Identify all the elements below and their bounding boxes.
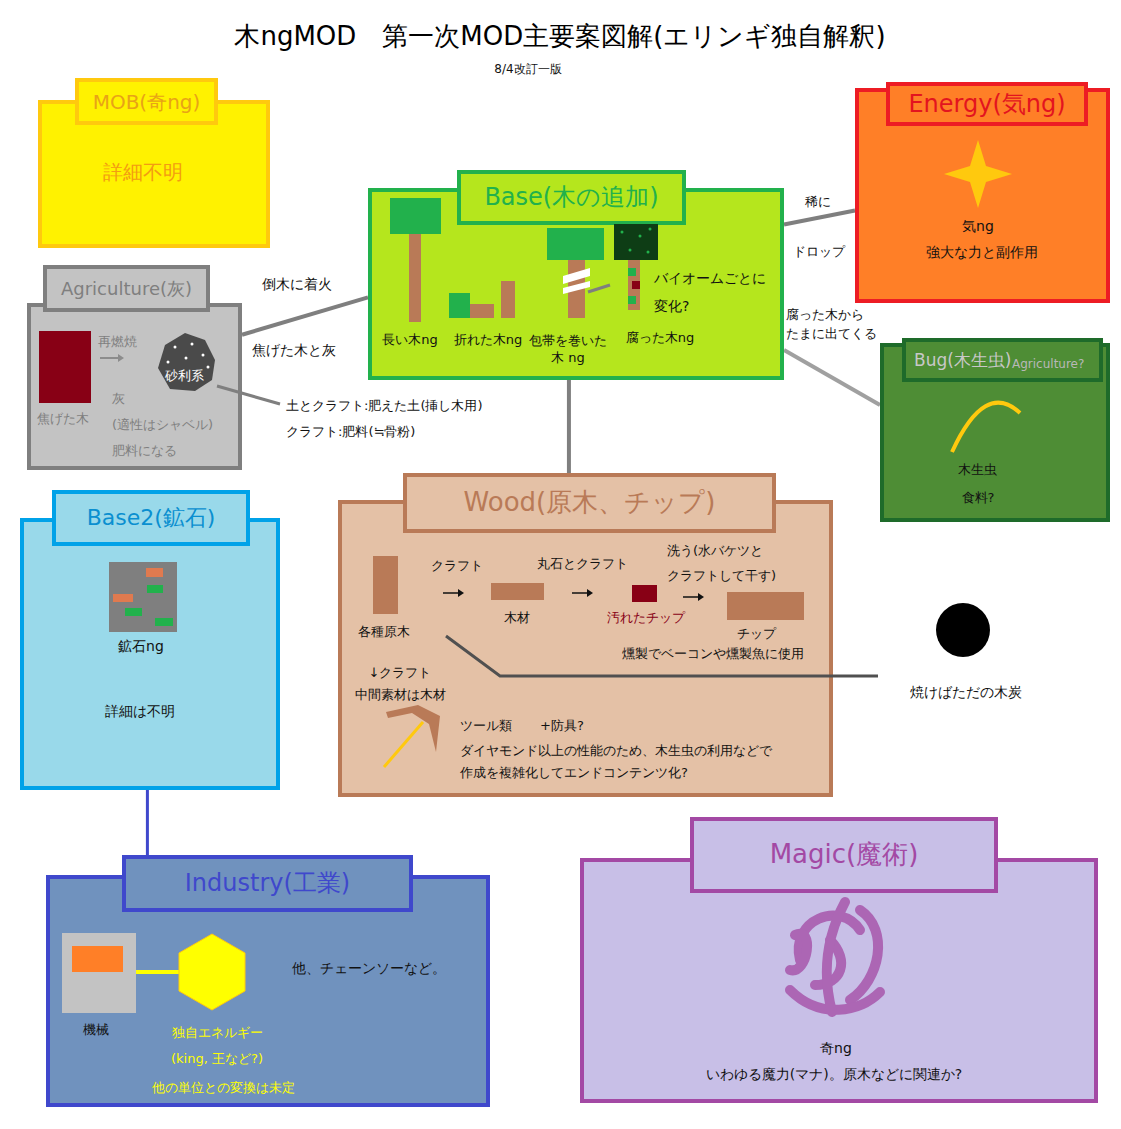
box-text: 木生虫: [958, 462, 997, 478]
box-text: ツール類: [460, 718, 512, 734]
box-text: 腐った木ng: [626, 330, 695, 346]
box-text: 木材: [504, 610, 530, 626]
free-label: 8/4改訂一版: [494, 62, 561, 77]
box-text: 気ng: [962, 218, 994, 236]
base2-box: Base2(鉱石)鉱石ng詳細は不明: [20, 518, 280, 790]
box-text: 包帯を巻いた木 ng: [526, 332, 610, 366]
box-text: 洗う(水バケツと クラフトして干す): [667, 538, 787, 588]
box-text: +防具?: [540, 718, 584, 734]
box-text: 食料?: [962, 490, 995, 506]
box-text: ↓クラフト 中間素材は木材: [341, 662, 459, 706]
box-text: 他の単位との変換は未定: [152, 1080, 295, 1096]
free-label: ドロップ: [793, 244, 845, 260]
box-text: ダイヤモンド以上の性能のため、木生虫の利用などで 作成を複雑化してエンドコンテン…: [460, 740, 822, 784]
free-label: 焦げた木と灰: [252, 342, 336, 360]
box-heading: Base(木の追加): [484, 183, 658, 212]
box-heading: Energy(気ng): [908, 90, 1065, 119]
diagram-title: 木ngMOD 第一次MOD主要案図解(エリンギ独自解釈): [234, 20, 885, 53]
connector-line: [784, 350, 880, 405]
box-text: バイオームごとに 変化?: [654, 264, 776, 320]
box-text: Agriculture?: [1012, 357, 1084, 372]
box-heading: Industry(工業): [185, 869, 350, 898]
mob-box: MOB(奇ng)詳細不明: [38, 100, 270, 248]
box-text: 丸石とクラフト: [537, 556, 628, 572]
heading-tab: Base2(鉱石): [52, 490, 250, 546]
heading-tab: Agriculture(灰): [43, 265, 210, 312]
box-text: 奇ng: [820, 1040, 852, 1058]
edge-label: 腐った木から たまに出てくる: [786, 305, 886, 343]
wood-box: Wood(原木、チップ)クラフト丸石とクラフト洗う(水バケツと クラフトして干す…: [338, 500, 833, 797]
box-heading: MOB(奇ng): [93, 90, 201, 114]
agriculture-box: Agriculture(灰)再燃焼焦げた木砂利系灰 (適性はシャベル) 肥料にな…: [27, 303, 242, 470]
box-heading: Base2(鉱石): [87, 505, 216, 531]
box-text: 詳細は不明: [105, 703, 175, 721]
box-text: 再燃焼: [98, 334, 137, 350]
box-text: 焦げた木: [37, 411, 89, 427]
industry-box: Industry(工業)他、チェーンソーなど。機械独自エネルギー (king, …: [46, 875, 490, 1107]
box-heading: Agriculture(灰): [61, 278, 192, 300]
box-text: 砂利系: [165, 368, 204, 384]
heading-tab: Industry(工業): [122, 855, 413, 912]
energy-box: Energy(気ng) 気ng 強大な力と副作用: [855, 88, 1110, 303]
charcoal: [936, 603, 990, 657]
edge-label: 稀に: [805, 194, 831, 210]
base-box: Base(木の追加)バイオームごとに 変化?長い木ng折れた木ng包帯を巻いた木…: [368, 188, 784, 380]
box-text: 灰 (適性はシャベル) 肥料になる: [112, 386, 222, 464]
heading-tab: Wood(原木、チップ): [403, 473, 776, 533]
box-heading: Bug(木生虫): [914, 350, 1012, 370]
heading-tab: Base(木の追加): [457, 170, 686, 225]
heading-tab: MOB(奇ng): [75, 78, 218, 125]
heading-tab: Magic(魔術): [690, 817, 998, 893]
box-text: 独自エネルギー (king, 王など?): [155, 1020, 280, 1072]
free-label: 土とクラフト:肥えた土(挿し木用): [286, 398, 483, 414]
box-heading: Magic(魔術): [770, 839, 919, 870]
bug-box: Bug(木生虫)Agriculture? 木生虫食料?: [880, 343, 1110, 522]
magic-box: Magic(魔術)奇ngいわゆる魔力(マナ)。原木などに関連か?: [580, 858, 1098, 1103]
edge-label: 倒木に着火: [262, 276, 332, 294]
box-heading: Wood(原木、チップ): [464, 487, 716, 518]
free-label: 焼けばただの木炭: [910, 684, 1022, 702]
box-text: 長い木ng: [382, 332, 438, 348]
box-text: 鉱石ng: [118, 638, 164, 656]
heading-tab: Energy(気ng): [886, 82, 1088, 126]
box-text: 強大な力と副作用: [926, 244, 1038, 262]
box-text: チップ: [737, 626, 776, 642]
box-text: クラフト: [431, 558, 483, 574]
box-text: 汚れたチップ: [607, 610, 685, 626]
connector-line: [242, 297, 368, 334]
box-text: 折れた木ng: [454, 332, 523, 348]
box-text: 機械: [83, 1022, 109, 1038]
box-text: 詳細不明: [103, 160, 183, 185]
free-label: クラフト:肥料(≒骨粉): [286, 424, 415, 440]
connector-line: [784, 211, 855, 225]
box-text: 燻製でベーコンや燻製魚に使用: [622, 646, 804, 662]
box-text: 各種原木: [358, 624, 410, 640]
box-text: 他、チェーンソーなど。: [292, 960, 446, 978]
box-text: いわゆる魔力(マナ)。原木などに関連か?: [706, 1066, 962, 1084]
